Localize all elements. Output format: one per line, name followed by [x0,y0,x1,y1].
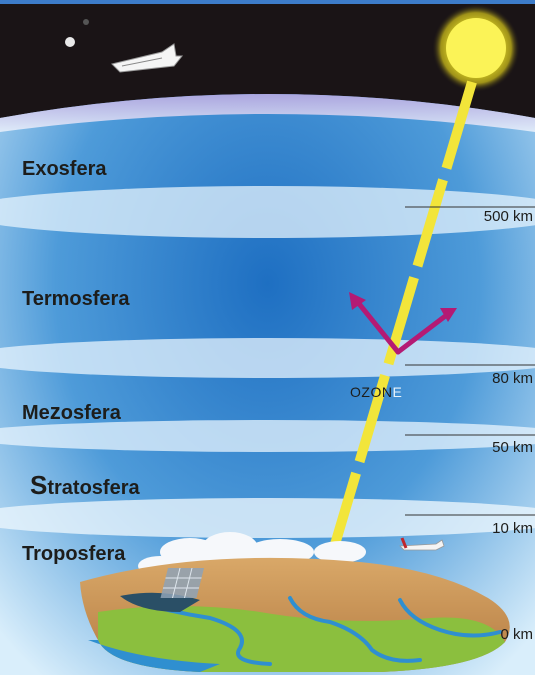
earth-grass [98,606,505,672]
arrow-head-left [349,292,366,310]
space-shuttle-icon [111,43,184,73]
sun-ray [315,80,477,597]
airplane-icon [399,537,445,551]
altitude-label-80: 80 km [492,370,533,387]
band-mesosphere [0,420,535,452]
sun-icon [446,18,506,78]
layer-label-thermosphere: Termosfera [22,288,130,310]
moon-icon [65,37,75,47]
band-exosphere [0,186,535,238]
reflection-arrows-icon [353,297,451,355]
layer-label-stratosphere: Stratosfera [30,470,140,501]
altitude-label-0: 0 km [500,626,533,643]
ozone-label: OZONE [350,384,402,400]
stratosphere-rest: tratosfera [47,477,140,499]
band-stratosphere [0,498,535,538]
star-icon [83,19,89,25]
stratosphere-initial: S [30,470,48,500]
horizon-glow [0,94,535,132]
band-thermosphere [0,338,535,378]
space-region [0,0,535,118]
mesosphere-part-1: Me [22,402,50,424]
city-grid-icon [160,568,204,598]
altitude-label-10: 10 km [492,520,533,537]
ozone-label-main: OZON [350,384,393,400]
mesosphere-part-2: z [49,399,61,424]
altitude-label-50: 50 km [492,439,533,456]
layer-label-mesosphere: Mezosfera [22,399,121,425]
layer-label-exosphere: Exosfera [22,158,107,180]
ozone-label-suffix: E [392,384,403,400]
layer-label-troposphere: Troposfera [22,543,126,565]
top-border [0,0,535,4]
arrow-head-right [440,308,457,322]
mesosphere-part-3: osfera [60,402,121,424]
altitude-label-500: 500 km [483,208,533,225]
earth-edge [88,640,220,672]
